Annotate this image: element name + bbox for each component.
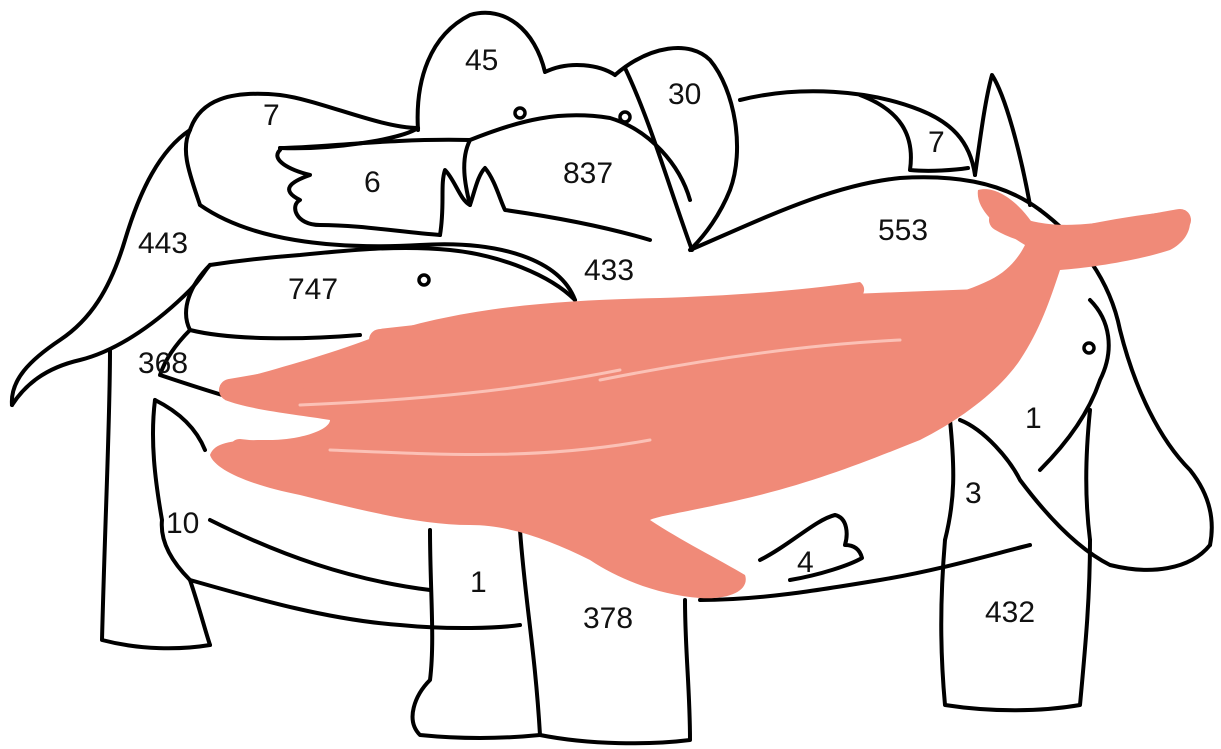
region-label-1-right: 1 (1025, 402, 1042, 435)
tail-4-lower (700, 545, 1030, 600)
region-label-433: 433 (584, 254, 634, 287)
region-label-443: 443 (138, 227, 188, 260)
shark-6-outline (280, 115, 690, 200)
region-label-1-bottom: 1 (470, 566, 487, 599)
region-label-837: 837 (563, 157, 613, 190)
eye-icon (1084, 343, 1094, 353)
leg-1-right (520, 530, 540, 735)
region-label-7-right: 7 (928, 126, 945, 159)
region-label-3: 3 (965, 477, 982, 510)
region-label-6: 6 (364, 166, 381, 199)
region-label-747: 747 (288, 273, 338, 306)
region-label-45: 45 (465, 44, 498, 77)
shark-6-snout (277, 150, 440, 235)
region-label-7-left: 7 (263, 99, 280, 132)
band-368-outline (102, 350, 210, 648)
right-leg-432-inner (1086, 410, 1090, 540)
shark-837-lower (464, 140, 470, 205)
eye-icon (620, 112, 630, 122)
region-label-4: 4 (797, 546, 814, 579)
eye-icon (419, 275, 429, 285)
arc-553-outline (200, 205, 575, 300)
eye-icon (515, 108, 525, 118)
leg-10-inner (155, 400, 205, 450)
region-label-432: 432 (985, 596, 1035, 629)
region-label-30: 30 (668, 78, 701, 111)
right-body-inner (1040, 300, 1109, 470)
region-label-368: 368 (138, 347, 188, 380)
region-label-10: 10 (166, 507, 199, 540)
bottom-band-2 (210, 520, 430, 590)
region-label-553: 553 (878, 214, 928, 247)
region-label-378: 378 (583, 602, 633, 635)
right-leg-3 (945, 420, 953, 540)
